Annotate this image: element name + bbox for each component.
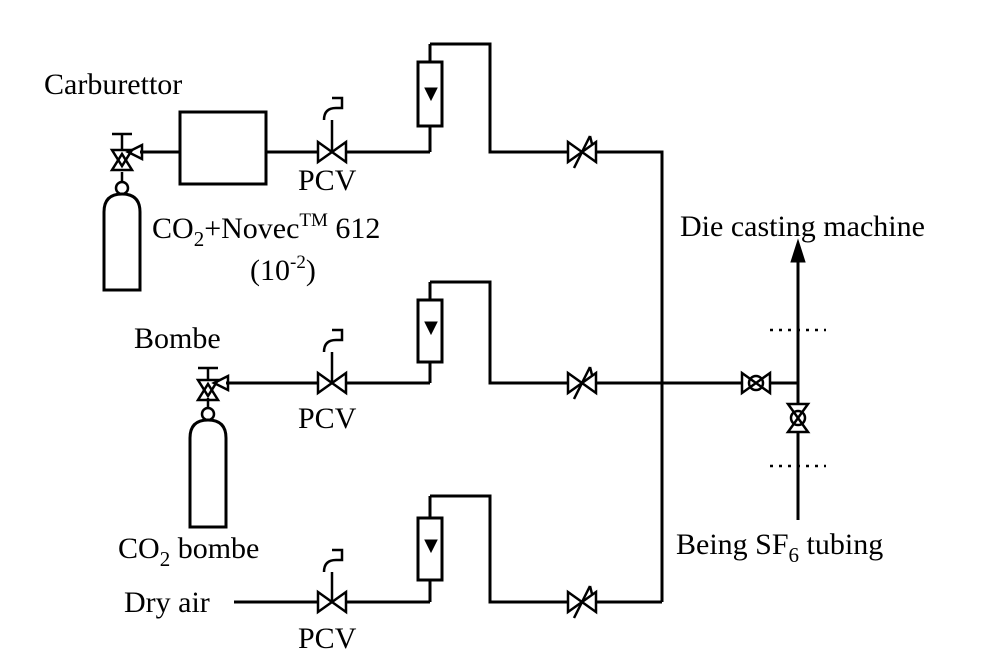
up-arrow [790,238,806,263]
pcv-label-middle: PCV [298,402,357,435]
needle-valve-bottom [566,585,598,619]
bombe-label: Bombe [134,322,221,355]
machine-feed-line [770,238,826,520]
pcv-valve-top [316,96,348,165]
concentration-label: (10-2) [250,252,316,287]
carburettor-box [178,110,268,186]
middle-line [188,280,798,529]
needle-valve-top [566,135,598,169]
co2-cylinder [188,398,228,529]
flow-arrow-middle [211,373,230,393]
cylinder-valve-top [109,132,135,172]
co2-bombe-label: CO2 bombe [118,532,259,571]
pcv-valve-bottom [316,548,348,615]
pcv-label-top: PCV [298,164,357,197]
die-casting-label: Die casting machine [680,210,925,243]
top-line [102,42,664,602]
outlet-ball-valve [740,370,772,396]
co2-novec-cylinder [102,172,142,292]
dry-air-label: Dry air [124,586,210,619]
being-sf6-label: Being SF6 tubing [676,528,883,567]
needle-valve-middle [566,366,598,400]
flow-arrow-top [125,142,144,162]
flow-meter-middle [416,298,444,364]
flow-meter-top [416,60,444,128]
pcv-label-bottom: PCV [298,622,357,655]
vertical-ball-valve [785,402,811,434]
pcv-valve-middle [316,328,348,396]
carburettor-label: Carburettor [44,68,182,101]
mixture-label: CO2+NovecTM 612 [152,210,380,251]
cylinder-valve-middle [195,366,221,402]
bottom-line [234,494,662,619]
flow-meter-bottom [416,516,444,582]
